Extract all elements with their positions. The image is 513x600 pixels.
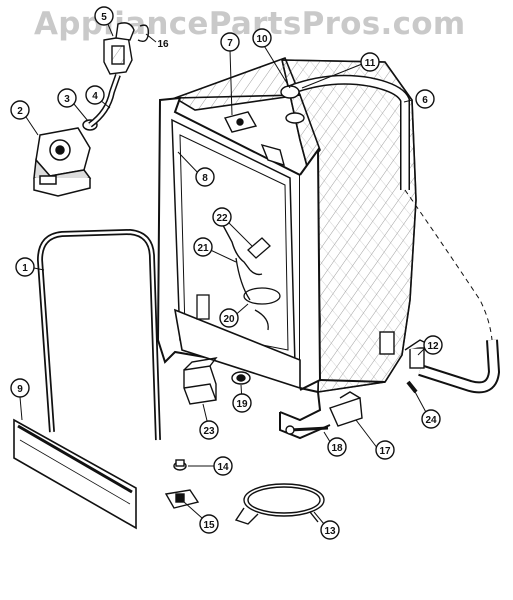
funnel-clip: [137, 24, 150, 43]
svg-text:10: 10: [256, 34, 268, 45]
callout-3: 3: [57, 88, 77, 108]
svg-text:4: 4: [92, 91, 98, 102]
svg-text:18: 18: [331, 443, 343, 454]
callout-8: 8: [195, 167, 215, 187]
callout-6: 6: [415, 89, 435, 109]
svg-text:1: 1: [22, 263, 28, 274]
svg-text:24: 24: [425, 415, 437, 426]
svg-text:21: 21: [197, 243, 209, 254]
svg-text:14: 14: [217, 462, 229, 473]
callout-17: 17: [375, 440, 395, 460]
svg-text:9: 9: [17, 384, 23, 395]
callout-19: 19: [232, 393, 252, 413]
callout-9: 9: [10, 378, 30, 398]
callout-10: 10: [252, 28, 272, 48]
water-inlet-valve: [33, 127, 92, 197]
svg-text:23: 23: [203, 426, 215, 437]
callout-21: 21: [193, 237, 213, 257]
grommet: [173, 459, 187, 471]
callout-16: 16: [157, 39, 169, 50]
svg-text:7: 7: [227, 38, 233, 49]
top-mounting-bracket: [223, 111, 286, 167]
svg-text:22: 22: [216, 213, 228, 224]
svg-text:11: 11: [365, 58, 376, 69]
callout-23: 23: [199, 420, 219, 440]
tub-gasket: [36, 228, 161, 441]
svg-text:12: 12: [427, 341, 439, 352]
svg-text:5: 5: [101, 12, 107, 23]
drain-elbow: [280, 85, 305, 124]
svg-text:19: 19: [236, 399, 248, 410]
svg-text:17: 17: [379, 446, 391, 457]
callout-2: 2: [10, 100, 30, 120]
leveling-leg: [285, 425, 329, 435]
callout-13: 13: [320, 520, 340, 540]
svg-text:16: 16: [157, 39, 169, 50]
tub-interior: [196, 237, 281, 331]
svg-text:2: 2: [17, 106, 23, 117]
callout-15: 15: [199, 514, 219, 534]
svg-text:20: 20: [223, 314, 235, 325]
tub-insulation-blanket: [173, 56, 417, 393]
tub-nut: [231, 371, 251, 385]
callout-7: 7: [220, 32, 240, 52]
inlet-fitting-cover: [183, 357, 218, 405]
callout-12: 12: [423, 335, 443, 355]
svg-text:3: 3: [64, 94, 70, 105]
svg-text:8: 8: [202, 173, 208, 184]
fill-funnel: [103, 22, 135, 75]
svg-text:15: 15: [203, 520, 215, 531]
callout-11: 11: [360, 52, 380, 72]
svg-text:6: 6: [422, 95, 428, 106]
callout-4: 4: [85, 85, 105, 105]
callout-20: 20: [219, 308, 239, 328]
hose-bracket: [164, 489, 200, 509]
callout-22: 22: [212, 207, 232, 227]
callout-1: 1: [15, 257, 35, 277]
callout-24: 24: [421, 409, 441, 429]
callout-5: 5: [94, 6, 114, 26]
tub-access-cover: [379, 331, 395, 355]
mounting-bracket: [329, 391, 363, 427]
callout-18: 18: [327, 437, 347, 457]
svg-text:13: 13: [324, 526, 336, 537]
callout-14: 14: [213, 456, 233, 476]
wire-harness: [217, 215, 263, 276]
toe-kick-panel: [13, 418, 137, 530]
heater-ring: [234, 483, 325, 525]
